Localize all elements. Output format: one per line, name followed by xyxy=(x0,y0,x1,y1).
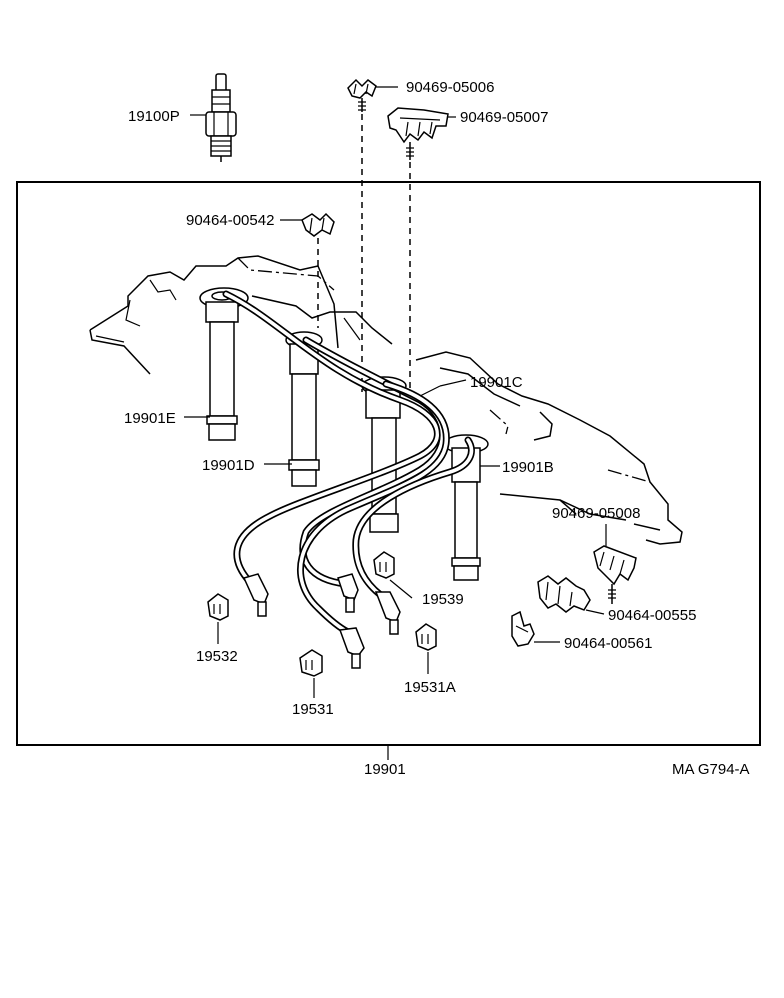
label-cord-e: 19901E xyxy=(124,410,176,427)
ignition-wires xyxy=(222,290,475,636)
label-clamp-00542: 90464-00542 xyxy=(186,212,274,229)
label-spark-plug: 19100P xyxy=(128,108,180,125)
terminal-2-icon xyxy=(337,573,359,613)
clamp-00555-icon xyxy=(537,575,591,613)
label-clamp-00555: 90464-00555 xyxy=(608,607,696,624)
holder-19539-icon xyxy=(373,551,395,579)
label-clamp-05007: 90469-05007 xyxy=(460,109,548,126)
label-cord-set: 19901 xyxy=(364,761,406,778)
clamp-00561-icon xyxy=(511,610,535,647)
terminal-3-icon xyxy=(338,627,365,669)
label-cord-b: 19901B xyxy=(502,459,554,476)
holder-19531-icon xyxy=(299,649,323,677)
holder-19531a-icon xyxy=(415,623,437,651)
label-clamp-05006: 90469-05006 xyxy=(406,79,494,96)
terminal-1-icon xyxy=(242,573,269,617)
label-clamp-05008: 90469-05008 xyxy=(552,505,640,522)
terminal-4-icon xyxy=(374,591,401,635)
label-clamp-00561: 90464-00561 xyxy=(564,635,652,652)
label-holder-19539: 19539 xyxy=(422,591,464,608)
label-cord-c: 19901C xyxy=(470,374,523,391)
clamp-05006-icon xyxy=(347,78,377,112)
clamp-00542-icon xyxy=(301,212,335,237)
boot-19901b-icon xyxy=(443,434,489,581)
cylinder-head-outline xyxy=(89,255,683,545)
clamp-05008-icon xyxy=(593,545,637,604)
label-cord-d: 19901D xyxy=(202,457,255,474)
holder-19532-icon xyxy=(207,593,229,621)
spark-plug-icon xyxy=(205,73,237,162)
label-holder-19532: 19532 xyxy=(196,648,238,665)
label-holder-19531: 19531 xyxy=(292,701,334,718)
figure-code: MA G794-A xyxy=(672,761,750,778)
label-holder-19531a: 19531A xyxy=(404,679,456,696)
clamp-05007-icon xyxy=(387,107,449,160)
